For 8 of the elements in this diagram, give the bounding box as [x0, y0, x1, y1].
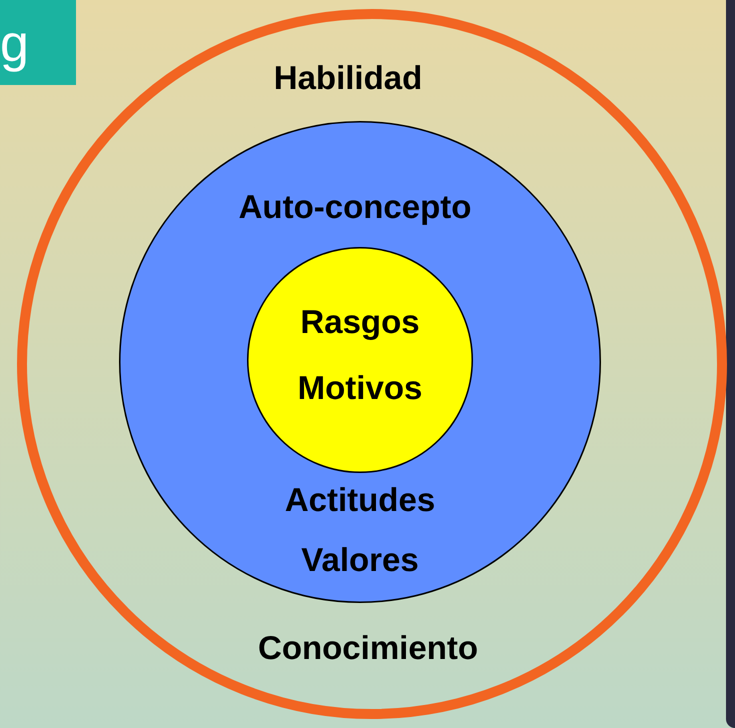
circle-label: Auto-concepto [238, 188, 472, 226]
circle-label: Valores [301, 541, 419, 579]
circle-label: Rasgos [300, 303, 420, 341]
circle-label: Motivos [298, 369, 422, 407]
circle-label: Actitudes [284, 481, 436, 519]
circle-label: Conocimiento [258, 629, 478, 667]
circle-label: Habilidad [274, 59, 422, 97]
title-fragment: g [0, 18, 29, 70]
